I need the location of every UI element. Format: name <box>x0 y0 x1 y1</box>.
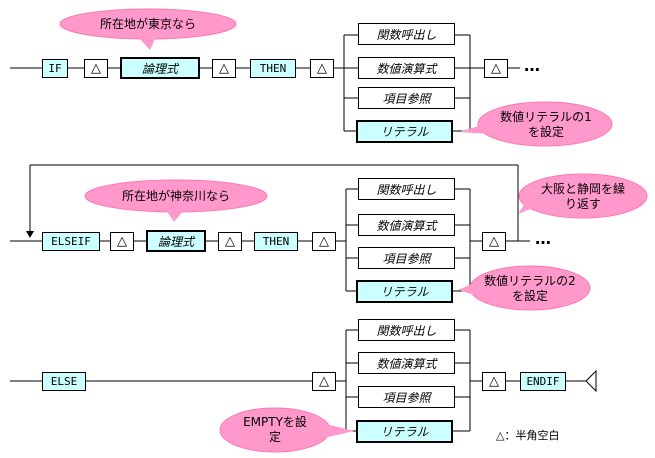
bubble-shape-3 <box>518 173 648 219</box>
literal-option: リテラル <box>356 420 453 443</box>
bubble-tail-1 <box>138 37 156 50</box>
numeric-expression-option: 数値演算式 <box>358 352 455 374</box>
function-call-option: 関数呼出し <box>358 319 455 341</box>
bubble-literal-1: 数値リテラルの1を設定 <box>500 110 592 139</box>
space-symbol: △ <box>218 232 242 251</box>
bubble-tail-2 <box>458 124 490 134</box>
bubble-tokyo-condition: 所在地が東京なら <box>99 16 196 31</box>
continuation-dots: … <box>524 56 541 75</box>
bubble-literal-2: 数値リテラルの2を設定 <box>484 274 576 303</box>
then-keyword-box: THEN <box>254 232 298 251</box>
field-reference-option: 項目参照 <box>358 247 455 269</box>
bubble-tail-5 <box>458 282 478 296</box>
space-symbol: △ <box>312 232 336 251</box>
elseif-keyword-box: ELSEIF <box>42 232 100 251</box>
space-symbol: △ <box>484 59 508 78</box>
space-symbol: △ <box>84 59 108 78</box>
field-reference-option: 項目参照 <box>358 386 455 408</box>
space-symbol: △ <box>482 372 506 391</box>
space-symbol: △ <box>110 232 134 251</box>
space-symbol: △ <box>310 59 334 78</box>
bubble-empty: EMPTYを設定 <box>243 415 307 444</box>
function-call-option: 関数呼出し <box>358 178 455 200</box>
bubble-repeat-osaka-shizuoka: 大阪と静岡を繰り返す <box>540 182 625 211</box>
logical-expression-box: 論理式 <box>120 57 200 79</box>
legend-space-meaning: △：半角空白 <box>496 429 560 442</box>
bubble-tail-6 <box>324 424 354 438</box>
space-symbol: △ <box>312 372 336 391</box>
space-symbol: △ <box>482 232 506 251</box>
logical-expression-box: 論理式 <box>146 230 206 252</box>
endif-keyword-box: ENDIF <box>520 372 566 391</box>
numeric-expression-option: 数値演算式 <box>358 57 455 79</box>
bubble-tail-4 <box>166 210 184 222</box>
function-call-option: 関数呼出し <box>358 23 455 45</box>
literal-option: リテラル <box>356 280 453 303</box>
if-keyword-box: IF <box>42 59 68 78</box>
then-keyword-box: THEN <box>250 59 296 78</box>
space-symbol: △ <box>212 59 236 78</box>
field-reference-option: 項目参照 <box>358 87 455 109</box>
bubble-tail-3 <box>518 196 538 214</box>
bubble-kanagawa-condition: 所在地が神奈川なら <box>121 188 230 203</box>
end-terminator <box>585 369 597 393</box>
numeric-expression-option: 数値演算式 <box>358 214 455 236</box>
else-keyword-box: ELSE <box>42 372 86 391</box>
loop-arrowhead <box>26 231 34 238</box>
literal-option: リテラル <box>356 120 453 143</box>
continuation-dots: … <box>535 229 552 248</box>
bubble-shape-2 <box>477 101 613 147</box>
